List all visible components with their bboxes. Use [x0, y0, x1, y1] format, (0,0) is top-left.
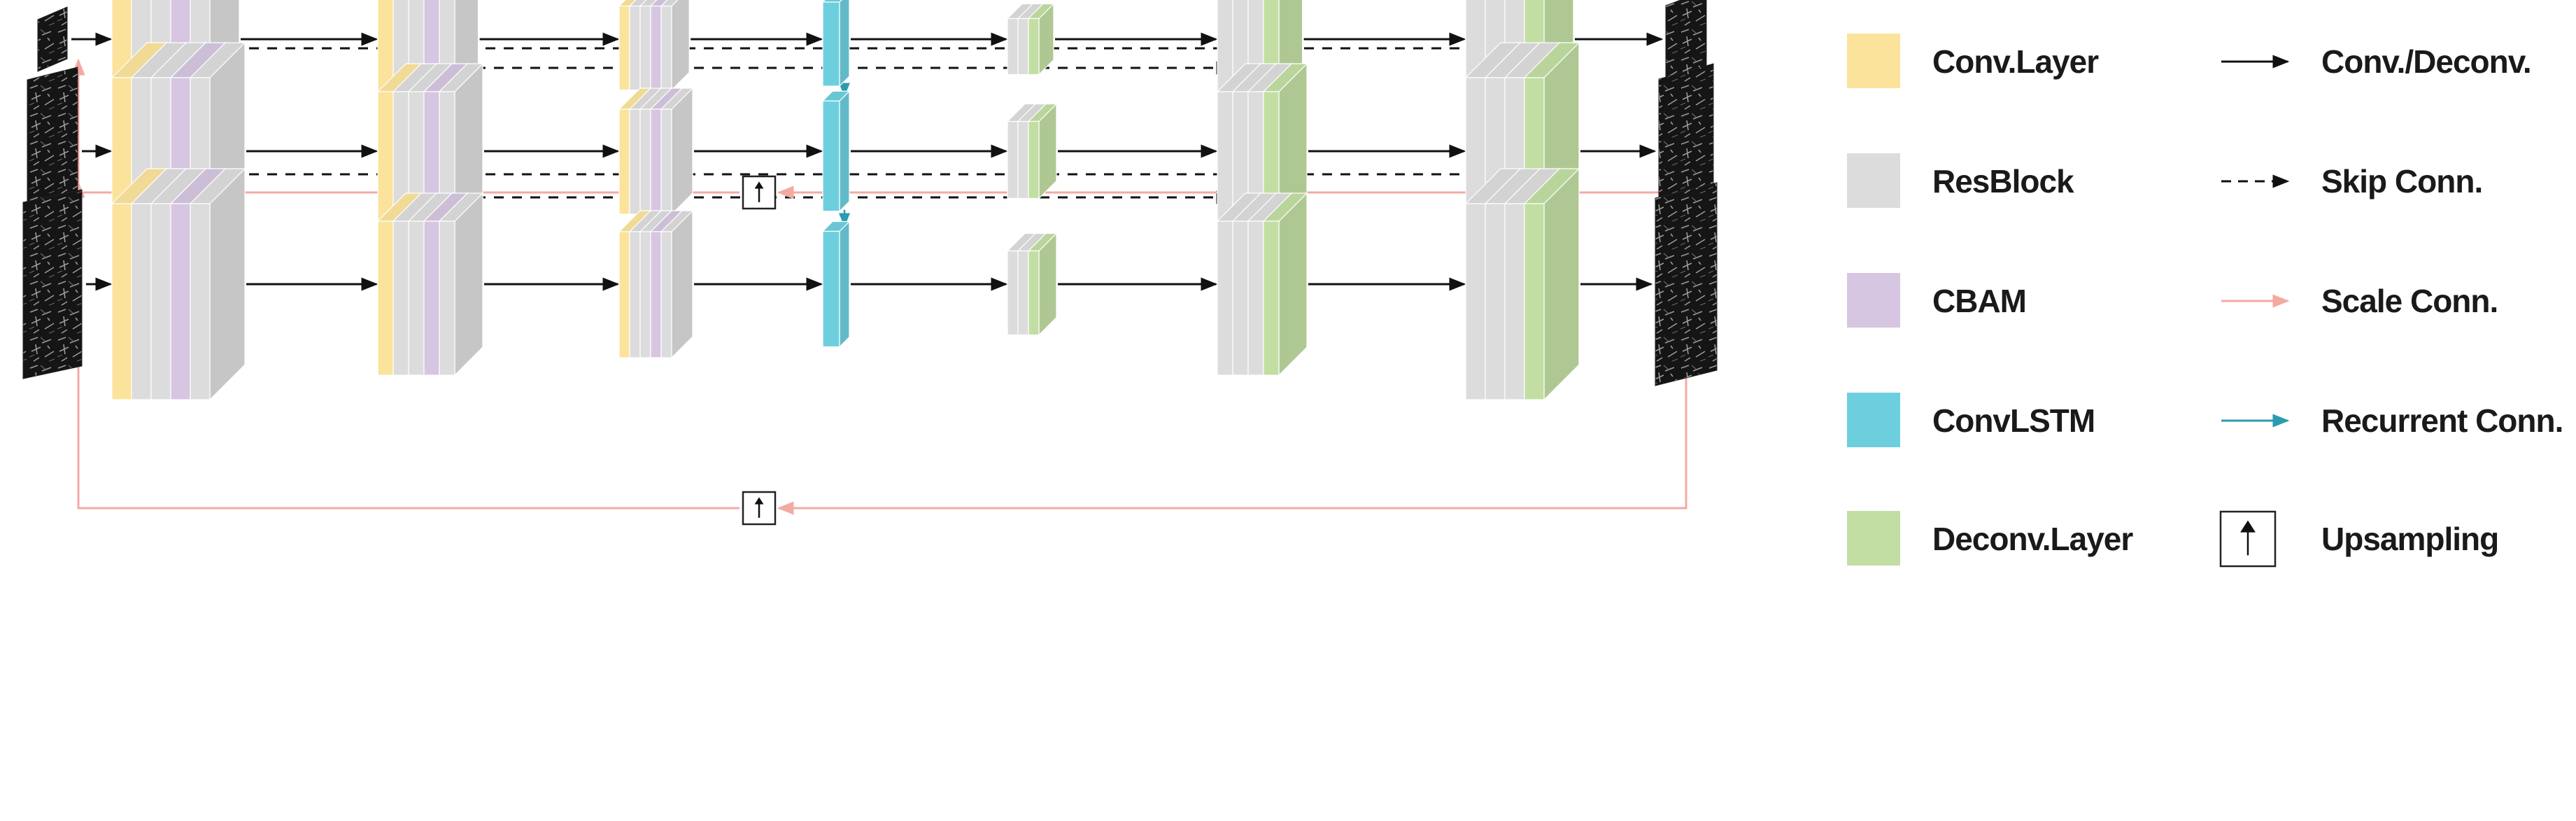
legend-label-dashed: Skip Conn. [2321, 163, 2482, 199]
convlstm-block [821, 90, 851, 213]
legend-label-conv: Conv.Layer [1932, 43, 2099, 80]
overlay-layer [22, 0, 1718, 526]
resblock-slab [189, 167, 246, 401]
legend-label-convlstm: ConvLSTM [1932, 402, 2095, 439]
decoder-block-2 [1216, 192, 1308, 377]
decoder-block-1 [1006, 103, 1058, 199]
scale-row-3 [111, 167, 1580, 401]
resblock-slab [660, 87, 694, 216]
convlstm-block [821, 0, 850, 87]
legend-swatch-cbam [1847, 273, 1900, 328]
output-image-3 [1655, 182, 1718, 386]
encoder-block-3 [618, 0, 690, 92]
legend-label-upsampling: Upsampling [2321, 521, 2498, 557]
convlstm-block [821, 220, 851, 348]
encoder-block-1 [111, 167, 246, 401]
legend-label-scale: Scale Conn. [2321, 283, 2498, 319]
legend-label-cbam: CBAM [1932, 283, 2026, 319]
convlstm-slab [821, 0, 850, 87]
encoder-block-3 [618, 209, 694, 359]
legend-swatch-convlstm [1847, 393, 1900, 447]
scale-connection [71, 181, 1687, 515]
decoder-block-1 [1006, 232, 1058, 336]
decoder-block-3 [1464, 167, 1580, 401]
deconv-slab [1027, 232, 1058, 336]
resblock-slab [660, 0, 690, 92]
legend-label-deconv: Deconv.Layer [1932, 521, 2133, 557]
connections-layer [71, 32, 1687, 515]
deconv-slab [1027, 103, 1058, 199]
legend-label-recurrent: Recurrent Conn. [2321, 402, 2563, 439]
scale-connection [71, 58, 1687, 199]
blocks-layer [111, 0, 1580, 401]
resblock-slab [660, 209, 694, 359]
legend-swatch-conv [1847, 34, 1900, 88]
legend-label-solid: Conv./Deconv. [2321, 43, 2531, 80]
resblock-slab [438, 192, 484, 377]
encoder-block-3 [618, 87, 694, 216]
legend-label-resblock: ResBlock [1932, 163, 2074, 199]
legend-swatch-deconv [1847, 511, 1900, 566]
convlstm-slab [821, 220, 851, 348]
encoder-block-2 [376, 192, 484, 377]
legend-swatch-resblock [1847, 153, 1900, 208]
deconv-slab [1027, 3, 1055, 76]
upsampling-legend-icon [2219, 510, 2277, 568]
input-image-3 [22, 189, 83, 379]
input-image-1 [37, 6, 68, 72]
decoder-block-1 [1006, 3, 1055, 76]
deconv-slab [1523, 167, 1580, 401]
upsampling-icon [742, 491, 777, 526]
upsampling-icon [742, 175, 777, 210]
convlstm-slab [821, 90, 851, 213]
deconv-slab [1262, 192, 1308, 377]
